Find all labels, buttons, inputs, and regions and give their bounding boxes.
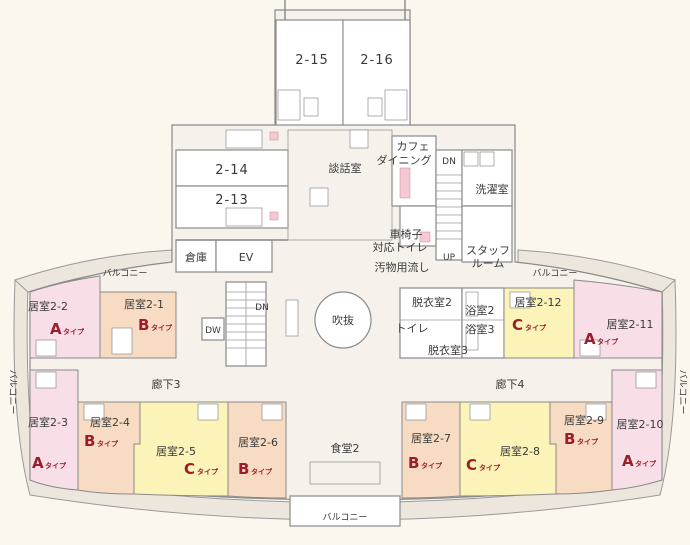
- room-2-9-type-suffix: タイプ: [577, 437, 599, 446]
- laundry-label: 洗濯室: [476, 182, 509, 196]
- room-2-12-label: 居室2-12: [515, 295, 562, 309]
- room-2-2-label: 居室2-2: [28, 299, 68, 313]
- balcony-label-upper-right: バルコニー: [533, 268, 578, 279]
- balcony-label-bottom: バルコニー: [323, 512, 368, 523]
- corridor-4-label: 廊下4: [496, 377, 525, 391]
- room-2-7-type-suffix: タイプ: [421, 461, 443, 470]
- room-2-5-type-suffix: タイプ: [197, 467, 219, 476]
- bath-3-label: 浴室3: [466, 322, 495, 336]
- room-2-6-area: [227, 401, 287, 499]
- room-2-13-label: 2-13: [215, 193, 249, 208]
- wheelchair-toilet-label-2: 対応トイレ: [373, 240, 428, 254]
- dumbwaiter-label: DW: [205, 326, 221, 336]
- room-2-5-type-letter: C: [184, 460, 195, 478]
- dining-counter: [309, 461, 381, 485]
- dressing-room-3-label: 脱衣室3: [428, 343, 468, 357]
- room-2-10-type-letter: A: [622, 452, 634, 470]
- room-2-15-label: 2-15: [295, 53, 329, 68]
- atrium-label: 吹抜: [332, 313, 354, 327]
- room-2-3-type-letter: A: [32, 454, 44, 472]
- room-2-1-label: 居室2-1: [124, 297, 164, 311]
- room-2-8-label: 居室2-8: [500, 444, 540, 458]
- staff-room-label-2: ルーム: [472, 257, 505, 270]
- balcony-label-right: バルコニー: [677, 370, 688, 415]
- corridor-3-label: 廊下3: [152, 377, 181, 391]
- room-2-10-area: [611, 369, 663, 491]
- room-2-9-type-letter: B: [564, 430, 575, 448]
- storage-label: 倉庫: [185, 250, 207, 264]
- room-2-6-label: 居室2-6: [238, 435, 278, 449]
- room-2-12-type-letter: C: [512, 316, 523, 334]
- room-2-4-type-suffix: タイプ: [97, 439, 119, 448]
- room-2-7-area: [401, 401, 461, 499]
- dining-2-label: 食堂2: [331, 441, 360, 455]
- room-2-7-type-letter: B: [408, 454, 419, 472]
- room-2-2-type-suffix: タイプ: [63, 327, 85, 336]
- room-2-5-label: 居室2-5: [156, 444, 196, 458]
- bath-2-label: 浴室2: [466, 303, 495, 317]
- room-2-14-area: [175, 149, 289, 187]
- room-2-9-label: 居室2-9: [564, 413, 604, 427]
- room-2-11-area: [573, 279, 663, 359]
- room-2-14-label: 2-14: [215, 163, 249, 178]
- staff-room-label-1: スタッフ: [466, 244, 510, 257]
- room-2-8-type-letter: C: [466, 456, 477, 474]
- room-2-3-label: 居室2-3: [28, 415, 68, 429]
- storage-area: [175, 239, 217, 273]
- atrium-circle: [314, 291, 372, 349]
- room-2-1-type-letter: B: [138, 316, 149, 334]
- room-2-6-type-suffix: タイプ: [251, 467, 273, 476]
- room-2-6-type-letter: B: [238, 460, 249, 478]
- elevator-area: [215, 239, 273, 273]
- elevator-label: EV: [239, 251, 254, 264]
- balcony-bottom-notch: [289, 495, 401, 527]
- room-2-11-type-letter: A: [584, 330, 596, 348]
- stair-dn-label-left: DN: [255, 303, 269, 313]
- cafe-label-1: カフェ: [397, 140, 430, 153]
- room-2-16-label: 2-16: [360, 53, 394, 68]
- room-2-10-type-suffix: タイプ: [635, 459, 657, 468]
- cafe-label-2: ダイニング: [377, 153, 432, 167]
- balcony-label-left: バルコニー: [7, 370, 18, 415]
- room-2-2-type-letter: A: [50, 320, 62, 338]
- room-2-8-area: [459, 401, 557, 497]
- room-2-12-type-suffix: タイプ: [525, 323, 547, 332]
- lounge-label: 談話室: [329, 161, 362, 175]
- room-2-4-label: 居室2-4: [90, 415, 130, 429]
- dumbwaiter-area: [201, 317, 225, 341]
- stair-dn-label-right: DN: [442, 157, 456, 167]
- balcony-label-upper-left: バルコニー: [103, 268, 148, 279]
- dressing-room-2-label: 脱衣室2: [412, 295, 452, 309]
- room-2-11-label: 居室2-11: [607, 317, 654, 331]
- wheelchair-toilet-label-1: 車椅子: [390, 227, 423, 241]
- sink-label: 汚物用流し: [375, 260, 430, 274]
- main-floor: [29, 9, 663, 501]
- staff-room-area: [461, 205, 513, 263]
- toilet-label: トイレ: [396, 322, 429, 335]
- fixture-2-16: [384, 89, 408, 121]
- room-2-10-label: 居室2-10: [617, 417, 664, 431]
- room-2-3-type-suffix: タイプ: [45, 461, 67, 470]
- room-2-4-type-letter: B: [84, 432, 95, 450]
- room-2-1-type-suffix: タイプ: [151, 323, 173, 332]
- room-2-7-label: 居室2-7: [411, 431, 451, 445]
- fixture-2-15: [277, 89, 301, 121]
- room-2-8-type-suffix: タイプ: [479, 463, 501, 472]
- room-2-11-type-suffix: タイプ: [597, 337, 619, 346]
- stair-up-label: UP: [443, 253, 456, 263]
